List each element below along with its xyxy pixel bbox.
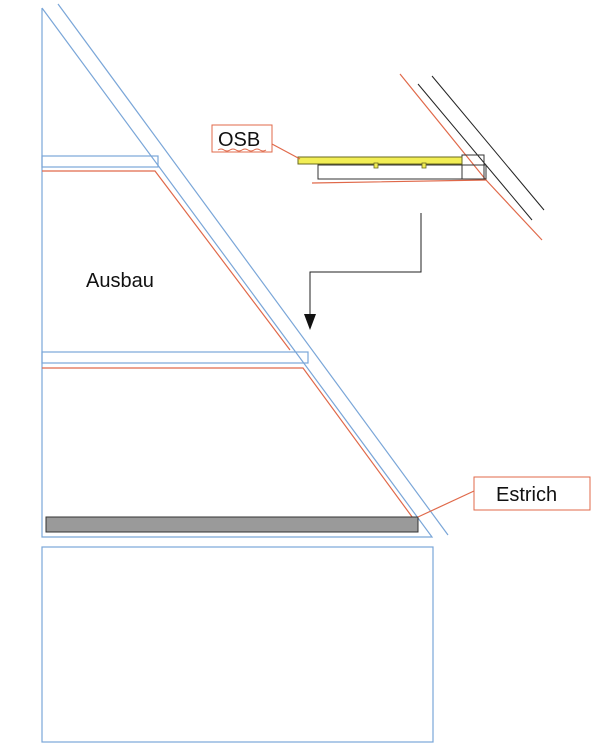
attic-outline bbox=[41, 7, 434, 538]
osb-spacer-2 bbox=[421, 162, 427, 169]
detail-red-lining-lower bbox=[485, 179, 543, 241]
detail-red-lining bbox=[311, 73, 488, 184]
osb-callout-box bbox=[211, 124, 273, 153]
roof-slope-outer bbox=[57, 3, 449, 536]
detail-arrow-head bbox=[304, 314, 316, 330]
detail-end-block bbox=[461, 154, 485, 180]
ausbau-label: Ausbau bbox=[86, 270, 154, 292]
upper-floor-beam bbox=[41, 155, 159, 168]
osb-spacer-1 bbox=[373, 162, 379, 169]
detail-roof-line-1 bbox=[417, 83, 533, 221]
middle-floor-beam bbox=[41, 351, 309, 364]
osb-label: OSB bbox=[218, 129, 260, 151]
detail-arrow-line bbox=[309, 213, 422, 316]
lower-storey bbox=[41, 546, 434, 743]
osb-label-underline bbox=[217, 148, 267, 152]
estrich-callout-box bbox=[473, 476, 591, 511]
osb-leader-line bbox=[271, 143, 301, 160]
middle-interior-lining bbox=[42, 367, 419, 526]
estrich-label: Estrich bbox=[496, 484, 557, 506]
detail-rafter-block bbox=[317, 164, 487, 180]
osb-board bbox=[297, 156, 463, 165]
upper-interior-lining bbox=[42, 170, 291, 351]
detail-roof-line-2 bbox=[431, 75, 545, 211]
estrich-layer bbox=[45, 516, 419, 533]
estrich-leader-line bbox=[417, 490, 475, 518]
